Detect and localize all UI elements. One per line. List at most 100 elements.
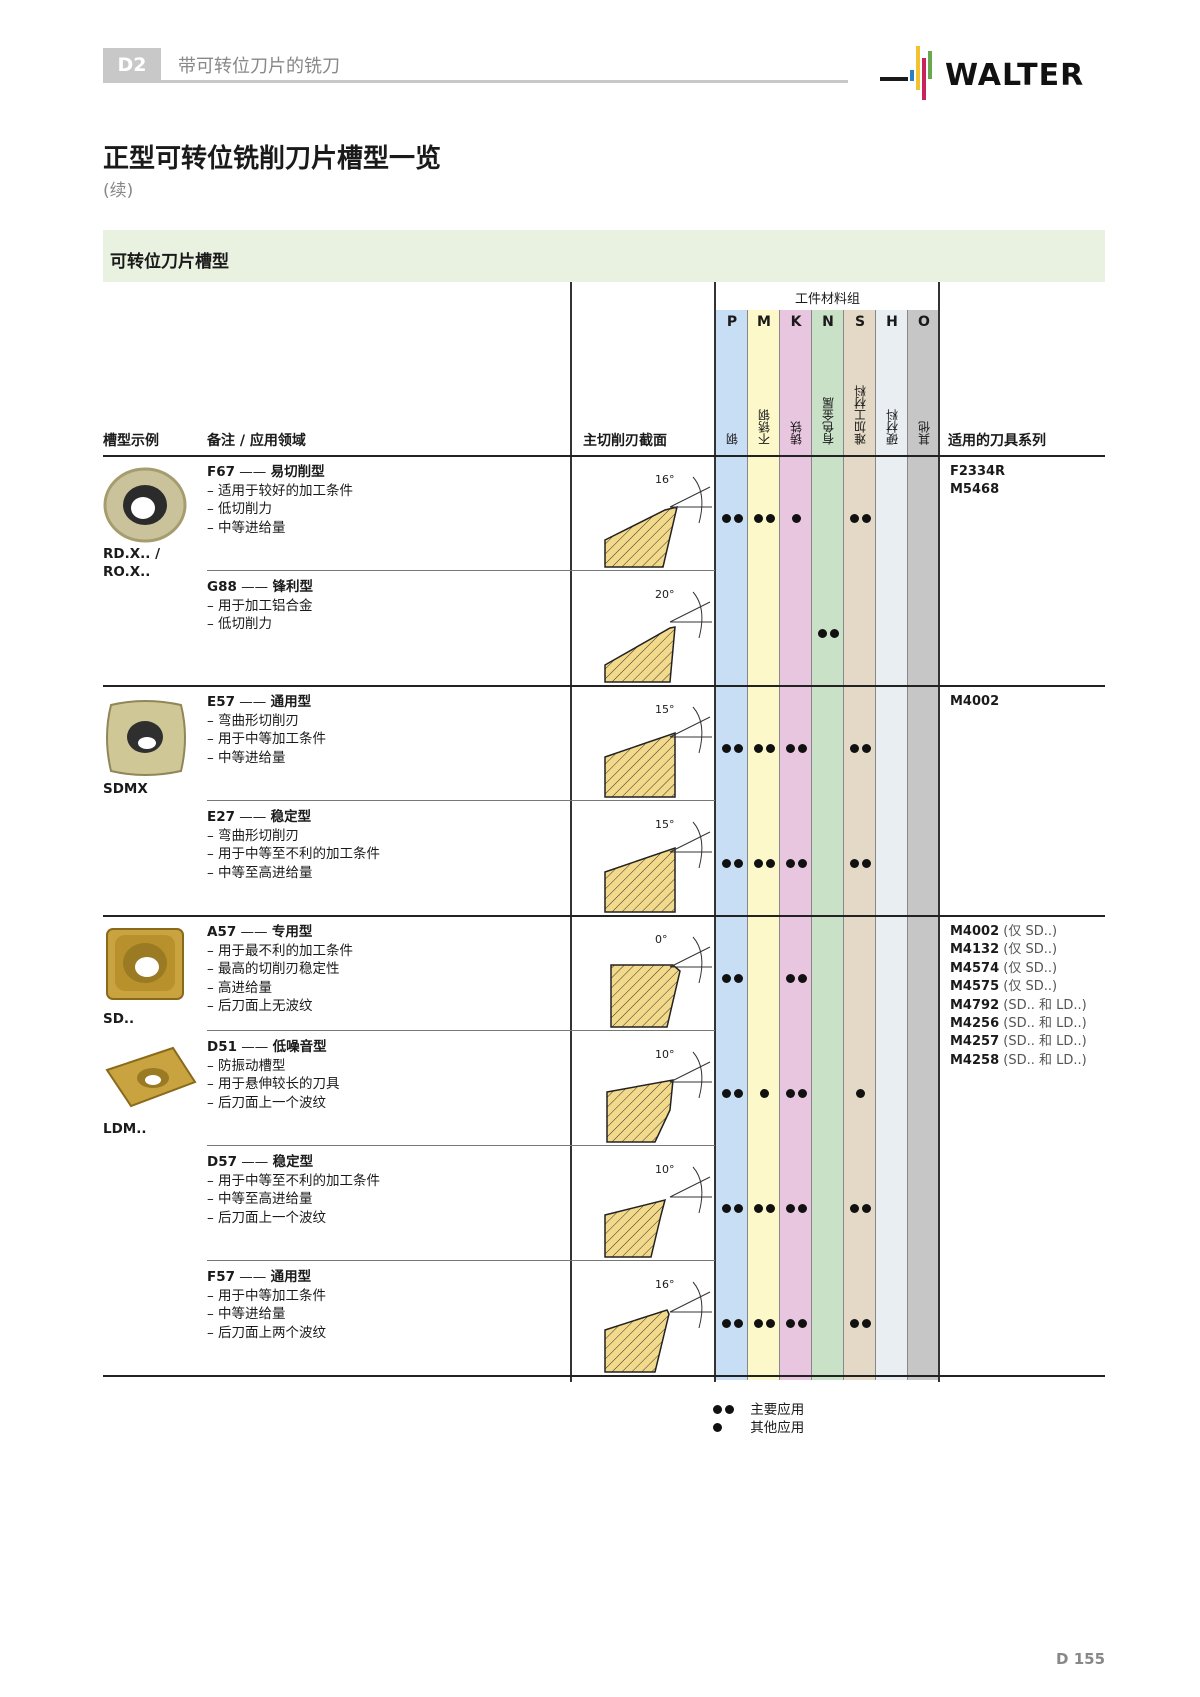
tool-series-item: M4574 (仅 SD..) (950, 960, 1087, 978)
geometry-note: G88 —— 锋利型– 用于加工铝合金– 低切削力 (207, 578, 313, 634)
cutting-edge-section-diagram (575, 1155, 715, 1264)
geometry-bullet: – 用于中等加工条件 (207, 731, 327, 747)
geometry-bullet: – 低切削力 (207, 501, 273, 517)
material-column-h (876, 310, 908, 1380)
insert-image (103, 925, 188, 1009)
geometry-type: 通用型 (270, 1269, 312, 1285)
bullet-text: 弯曲形切削刃 (218, 827, 300, 844)
tool-code: M4132 (950, 942, 1000, 958)
main-application-marker (716, 1083, 748, 1102)
bullet-text: 中等进给量 (218, 1306, 286, 1322)
bullet-text: 用于悬伸较长的刀具 (218, 1076, 340, 1092)
tool-series-item: M4002 (950, 693, 999, 711)
insert-image-ldm (103, 1040, 198, 1114)
insert-label: RD.X.. / RO.X.. (103, 546, 161, 580)
table-divider (207, 570, 715, 571)
tool-series-item: M4575 (仅 SD..) (950, 978, 1087, 996)
page-number: D 155 (1056, 1650, 1105, 1668)
main-application-marker (716, 968, 748, 987)
rake-angle-label: 20° (655, 588, 675, 601)
insert-label-2: LDM.. (103, 1121, 147, 1137)
cutting-edge-section-diagram (575, 1040, 715, 1149)
logo-bars-icon (880, 46, 932, 100)
table-column-divider (938, 282, 940, 1382)
material-name: 不锈钢 (757, 409, 772, 445)
main-application-marker (780, 1313, 812, 1332)
geometry-heading: G88 —— 锋利型 (207, 579, 313, 595)
material-name: 铸铁 (789, 421, 804, 445)
bullet-text: 弯曲形切削刃 (218, 712, 300, 729)
table-divider (207, 1260, 715, 1261)
page-subtitle: (续) (103, 181, 134, 201)
section-label: 可转位刀片槽型 (110, 252, 229, 272)
bullet-text: 用于中等加工条件 (218, 731, 327, 747)
geometry-note: D57 —— 稳定型– 用于中等至不利的加工条件– 中等至高进给量– 后刀面上一… (207, 1153, 380, 1227)
tool-code: M4257 (950, 1034, 1000, 1050)
table-divider (103, 1375, 1105, 1377)
geometry-code: A57 (207, 924, 237, 940)
tool-note: (SD.. 和 LD..) (1003, 1052, 1087, 1068)
header-section-profile: 主切削刃截面 (583, 433, 667, 449)
tool-note: (仅 SD..) (1003, 942, 1058, 958)
cutting-edge-section-diagram (575, 465, 715, 574)
bullet-text: 用于中等至不利的加工条件 (218, 1172, 381, 1189)
tool-code: M4574 (950, 960, 1000, 976)
main-application-marker (780, 1083, 812, 1102)
header-notes: 备注 / 应用领域 (207, 433, 306, 449)
geometry-heading: D51 —— 低噪音型 (207, 1039, 327, 1055)
main-application-marker (716, 1313, 748, 1332)
main-application-marker (844, 1198, 876, 1217)
main-application-marker (844, 738, 876, 757)
tool-note: (仅 SD..) (1003, 924, 1058, 939)
tool-series-item: M4002 (仅 SD..) (950, 923, 1087, 941)
geometry-bullet: – 高进给量 (207, 979, 273, 996)
bullet-text: 高进给量 (218, 979, 273, 996)
insert-image (103, 465, 188, 549)
table-divider (207, 1030, 715, 1031)
geometry-type: 易切削型 (270, 464, 325, 480)
other-application-marker (780, 508, 812, 527)
double-dot-icon (713, 1405, 734, 1414)
geometry-bullet: – 后刀面上两个波纹 (207, 1324, 327, 1341)
rake-angle-label: 15° (655, 703, 675, 716)
main-application-marker (780, 968, 812, 987)
geometry-code: G88 (207, 579, 237, 595)
header-tools: 适用的刀具系列 (948, 433, 1046, 449)
tool-series-item: M4258 (SD.. 和 LD..) (950, 1052, 1087, 1070)
cutting-edge-section-diagram (575, 695, 715, 804)
geometry-heading: F57 —— 通用型 (207, 1269, 312, 1285)
material-letter: K (790, 314, 802, 330)
geometry-bullet: – 后刀面上一个波纹 (207, 1209, 327, 1226)
material-column-k (780, 310, 812, 1380)
tool-series-item: M4256 (SD.. 和 LD..) (950, 1015, 1087, 1033)
main-application-marker (748, 738, 780, 757)
material-group-title: 工件材料组 (794, 292, 860, 307)
bullet-text: 用于中等加工条件 (218, 1287, 327, 1304)
bullet-text: 后刀面上无波纹 (218, 998, 313, 1014)
material-letter: P (726, 314, 738, 330)
chapter-rule (103, 80, 848, 83)
other-application-marker (748, 1083, 780, 1102)
geometry-bullet: – 低切削力 (207, 616, 273, 632)
geometry-type: 稳定型 (270, 809, 312, 825)
material-name: 其他 (917, 421, 932, 445)
geometry-bullet: – 最高的切削刃稳定性 (207, 961, 340, 977)
tool-code: M4002 (950, 924, 1000, 939)
tool-note: (SD.. 和 LD..) (1003, 997, 1087, 1013)
table-divider (103, 455, 1105, 457)
geometry-note: E57 —— 通用型– 弯曲形切削刃– 用于中等加工条件– 中等进给量 (207, 693, 326, 767)
geometry-heading: D57 —— 稳定型 (207, 1154, 314, 1170)
other-application-marker (844, 1083, 876, 1102)
tool-series-item: M5468 (950, 481, 1005, 499)
tool-note: (SD.. 和 LD..) (1003, 1034, 1087, 1050)
walter-logo: WALTER (880, 44, 1110, 104)
bullet-text: 防振动槽型 (218, 1057, 286, 1074)
geometry-code: F57 (207, 1269, 236, 1285)
main-application-marker (716, 738, 748, 757)
material-column-p (716, 310, 748, 1380)
geometry-bullet: – 防振动槽型 (207, 1057, 286, 1074)
tool-code: M4575 (950, 979, 1000, 995)
tool-series-list: F2334R M5468 (950, 463, 1005, 500)
bullet-text: 中等至高进给量 (218, 864, 313, 881)
geometry-heading: F67 —— 易切削型 (207, 464, 325, 480)
